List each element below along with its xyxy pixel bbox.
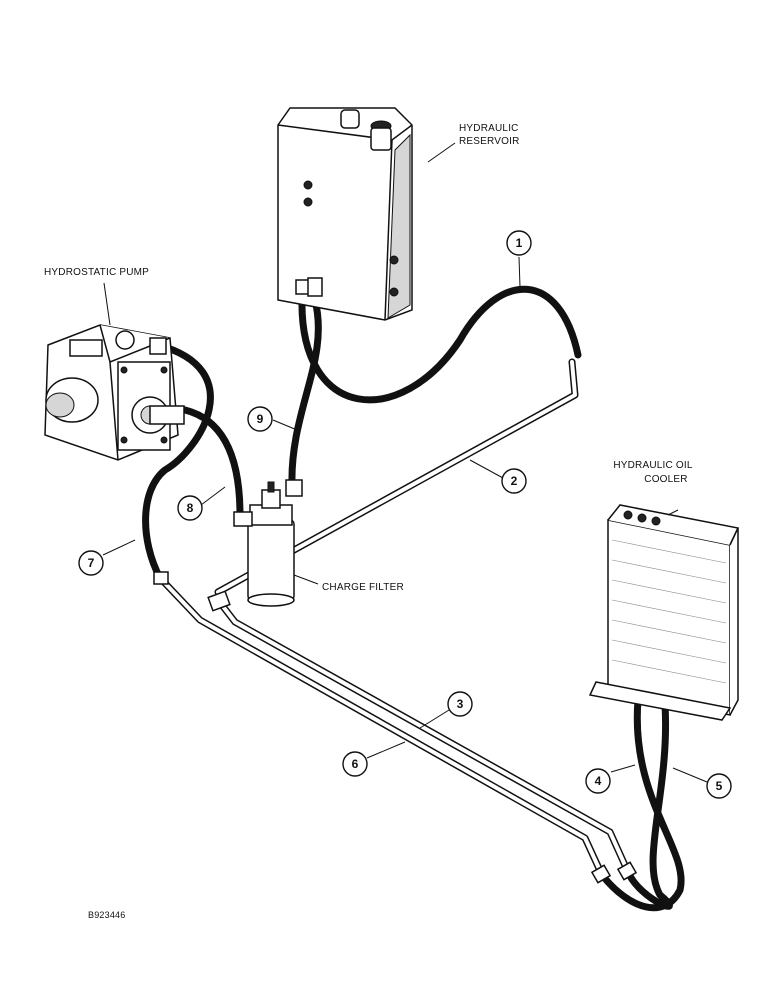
callout-7: 7: [78, 550, 104, 576]
hose-4: [598, 696, 685, 912]
fitting-lower-left: [590, 864, 612, 884]
callout-6-number: 6: [352, 757, 359, 771]
hydraulic-reservoir: [277, 107, 413, 321]
callout-5: 5: [706, 773, 732, 799]
callout-9: 9: [247, 406, 273, 432]
callout-1-number: 1: [516, 236, 523, 250]
label-cooler-line1: HYDRAULIC OIL: [613, 460, 693, 471]
callout-6: 6: [342, 751, 368, 777]
callout-3: 3: [447, 691, 473, 717]
label-pump: HYDROSTATIC PUMP: [44, 267, 149, 278]
callout-2-number: 2: [511, 474, 518, 488]
callout-4: 4: [585, 768, 611, 794]
callout-8-number: 8: [187, 501, 194, 515]
hydraulic-oil-cooler: [588, 504, 740, 721]
label-reservoir-line1: HYDRAULIC: [459, 123, 519, 134]
label-charge-filter: CHARGE FILTER: [322, 582, 404, 593]
leader-lines: [102, 142, 708, 783]
callout-3-number: 3: [457, 697, 464, 711]
label-reservoir-line2: RESERVOIR: [459, 136, 520, 147]
callout-5-number: 5: [716, 779, 723, 793]
callout-8: 8: [177, 495, 203, 521]
hose-5: [624, 701, 673, 910]
label-cooler-line2: COOLER: [644, 474, 687, 485]
tube-6: [158, 576, 606, 879]
callout-1: 1: [506, 230, 532, 256]
charge-filter: [153, 479, 303, 612]
callout-9-number: 9: [257, 412, 264, 426]
hydrostatic-pump: [44, 324, 185, 461]
callout-4-number: 4: [595, 774, 602, 788]
hose-9: [288, 296, 322, 489]
tube-2: [214, 358, 579, 596]
figure-id: B923446: [88, 910, 125, 920]
fitting-lower-right: [616, 861, 638, 881]
callout-7-number: 7: [88, 556, 95, 570]
callout-2: 2: [501, 468, 527, 494]
